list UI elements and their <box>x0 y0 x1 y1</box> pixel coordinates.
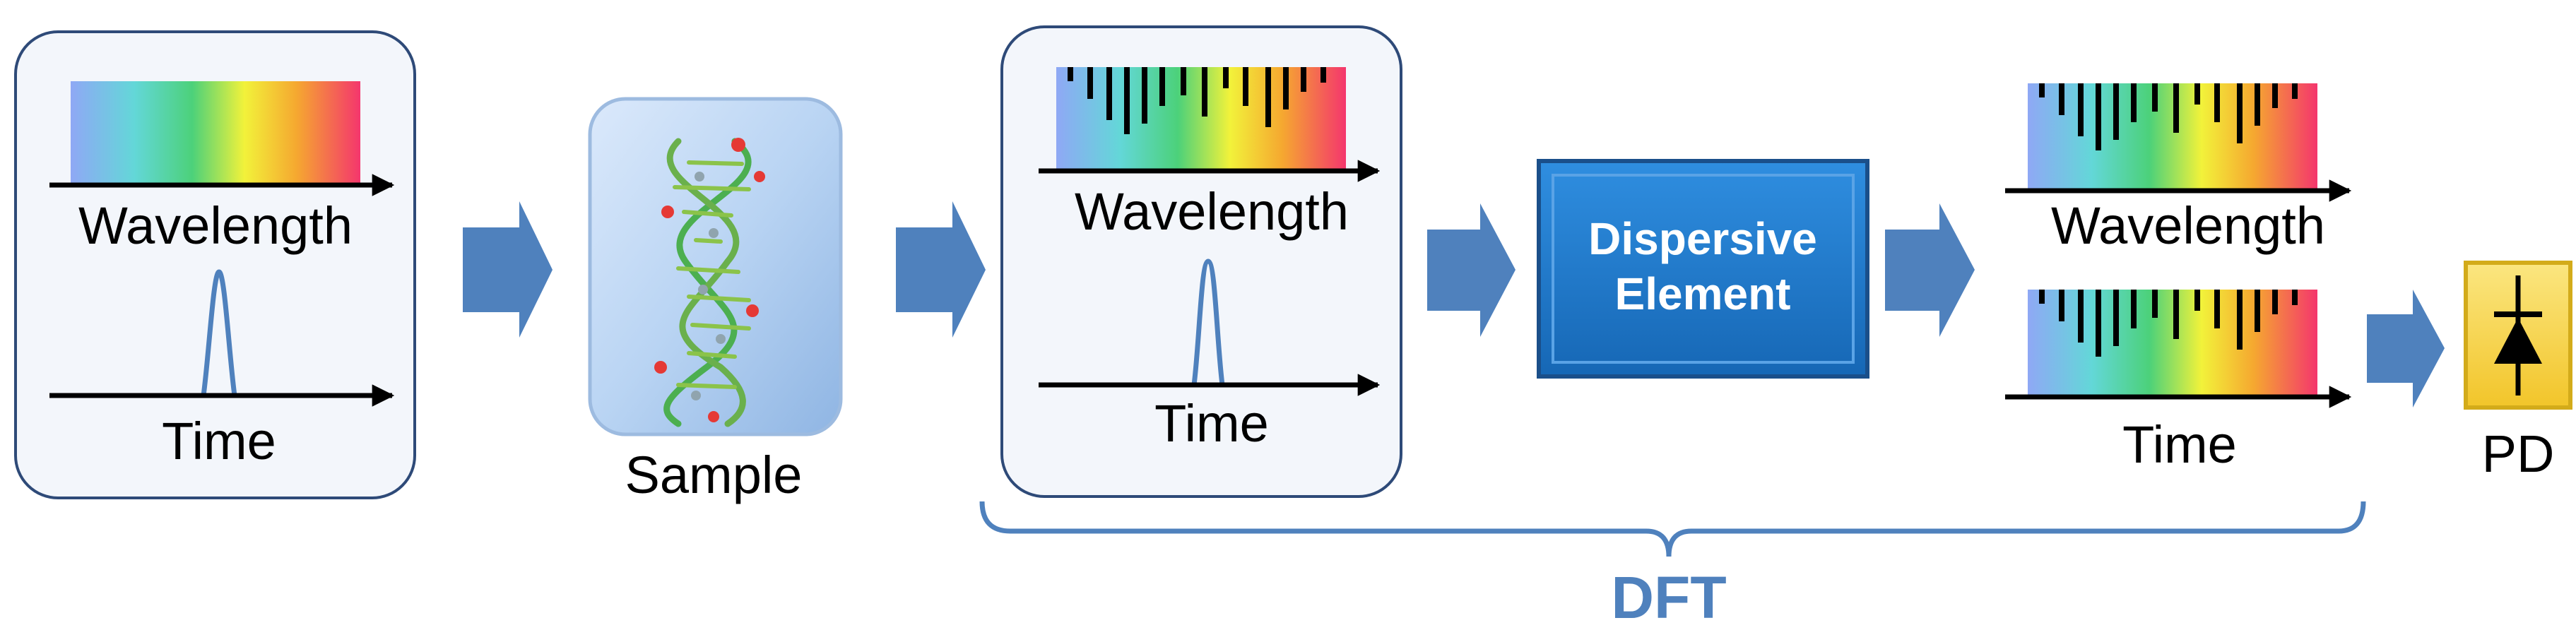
dispersive-element: Dispersive Element <box>1537 159 1869 379</box>
input-wavelength-label: Wavelength <box>78 196 353 255</box>
right-arrow-icon <box>896 201 986 338</box>
output-wavelength-label: Wavelength <box>2051 196 2325 255</box>
dna-helix-icon <box>654 138 765 427</box>
dft-brace-line <box>979 501 2366 557</box>
right-arrow-icon <box>1885 203 1975 337</box>
sample-box <box>588 97 843 436</box>
sample-block: Sample <box>588 97 843 504</box>
output-wavelength-spectrum <box>2028 83 2317 189</box>
pd-label: PD <box>2482 424 2555 483</box>
output-wavelength-lines <box>2039 83 2298 150</box>
dispersive-label-line2: Element <box>1615 268 1791 319</box>
input-time-label: Time <box>162 412 276 470</box>
absorbed-panel: Wavelength Time <box>1000 25 1402 498</box>
absorption-lines <box>1068 67 1326 134</box>
photodiode-icon <box>2494 275 2542 396</box>
output-group: Wavelength Time <box>2005 83 2352 474</box>
output-time-lines <box>2039 290 2298 357</box>
input-panel: Wavelength Time <box>14 30 416 499</box>
dispersive-element-box <box>1537 159 1869 379</box>
photodiode: PD <box>2464 261 2572 483</box>
dft-brace: DFT <box>979 501 2366 631</box>
right-arrow-icon <box>2367 290 2445 408</box>
absorbed-wavelength-label: Wavelength <box>1075 182 1349 241</box>
output-time-spectrum <box>2028 290 2317 396</box>
sample-label: Sample <box>625 446 803 504</box>
right-arrow-icon <box>463 201 553 338</box>
dispersive-element-bevel <box>1552 174 1855 364</box>
input-spectrum-bar <box>71 81 360 184</box>
input-time-pulse <box>201 269 237 396</box>
output-time-label: Time <box>2122 415 2237 474</box>
dispersive-label-line1: Dispersive <box>1588 213 1817 264</box>
dft-label: DFT <box>1611 564 1726 631</box>
absorbed-time-label: Time <box>1154 394 1269 453</box>
absorbed-spectrum-bar <box>1056 67 1346 170</box>
right-arrow-icon <box>1427 203 1516 337</box>
absorbed-time-pulse <box>1191 258 1225 386</box>
